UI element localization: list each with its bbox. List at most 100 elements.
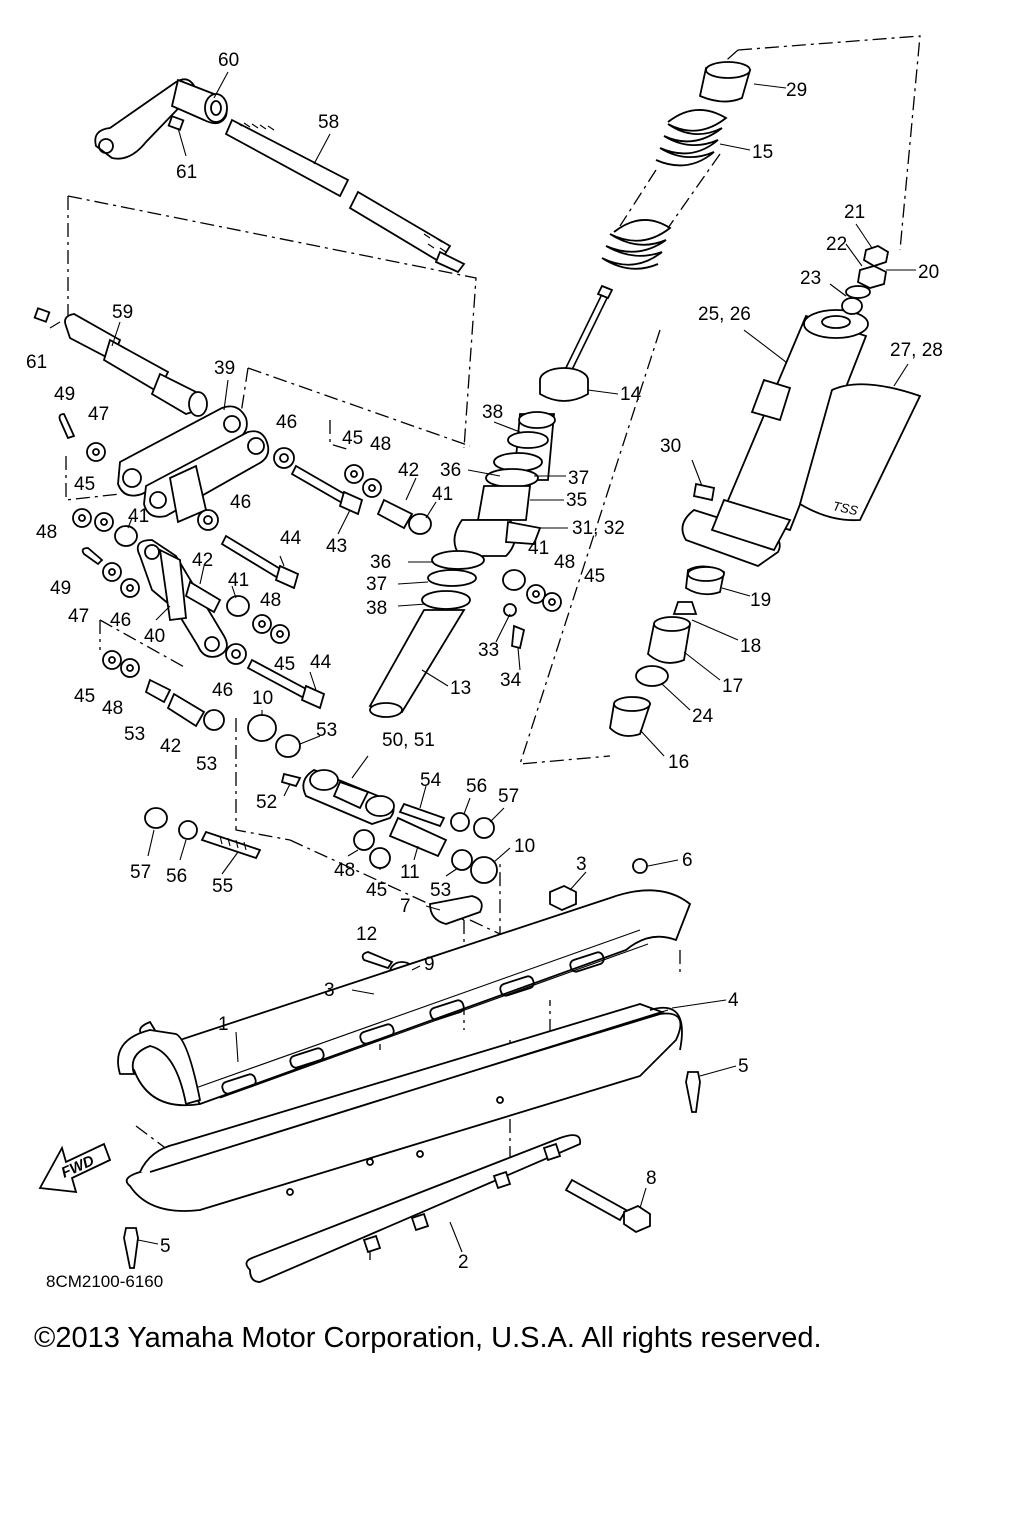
leader-lines — [49, 71, 916, 1253]
callout-21: 21 — [844, 202, 865, 223]
callout-3: 3 — [576, 854, 587, 875]
callout-38: 38 — [482, 402, 503, 423]
callout-60: 60 — [218, 50, 239, 71]
callout-50-51: 50, 51 — [382, 730, 435, 751]
callout-20: 20 — [918, 262, 939, 283]
callout-48: 48 — [102, 698, 123, 719]
shock-brand-label: TSS — [831, 498, 859, 518]
callout-42: 42 — [160, 736, 181, 757]
ski-assembly — [117, 889, 701, 1283]
callout-45: 45 — [342, 428, 363, 449]
callout-33: 33 — [478, 640, 499, 661]
callout-46: 46 — [110, 610, 131, 631]
callout-58: 58 — [318, 112, 339, 133]
callout-39: 39 — [214, 358, 235, 379]
callout-53: 53 — [316, 720, 337, 741]
part-callouts: 60 61 58 59 61 29 15 21 22 20 23 25, 26 … — [26, 50, 943, 1291]
callout-46: 46 — [276, 412, 297, 433]
callout-11: 11 — [400, 862, 420, 883]
callout-45: 45 — [74, 686, 95, 707]
callout-16: 16 — [668, 752, 689, 773]
callout-8: 8 — [646, 1168, 657, 1189]
callout-53: 53 — [430, 880, 451, 901]
callout-7: 7 — [400, 896, 411, 917]
callout-41: 41 — [128, 506, 149, 527]
callout-29: 29 — [786, 80, 807, 101]
callout-59: 59 — [112, 302, 133, 323]
callout-37: 37 — [366, 574, 387, 595]
callout-5: 5 — [738, 1056, 749, 1077]
callout-54: 54 — [420, 770, 442, 791]
callout-3: 3 — [324, 980, 335, 1001]
callout-48: 48 — [554, 552, 575, 573]
upper-arm-assembly — [33, 78, 466, 417]
callout-47: 47 — [88, 404, 109, 425]
callout-57: 57 — [130, 862, 151, 883]
callout-49: 49 — [50, 578, 71, 599]
callout-18: 18 — [740, 636, 761, 657]
fwd-direction-arrow: FWD — [38, 1142, 112, 1194]
callout-48: 48 — [36, 522, 57, 543]
callout-43: 43 — [326, 536, 347, 557]
rear-shock-assembly: TSS — [601, 61, 922, 737]
callout-42: 42 — [192, 550, 213, 571]
callout-48: 48 — [370, 434, 391, 455]
callout-19: 19 — [750, 590, 771, 611]
callout-40: 40 — [144, 626, 165, 647]
callout-9: 9 — [424, 954, 435, 975]
callout-10: 10 — [252, 688, 273, 709]
callout-49: 49 — [54, 384, 75, 405]
callout-27-28: 27, 28 — [890, 340, 943, 361]
callout-34: 34 — [500, 670, 522, 691]
callout-25-26: 25, 26 — [698, 304, 751, 325]
callout-57: 57 — [498, 786, 519, 807]
callout-44: 44 — [310, 652, 332, 673]
callout-24: 24 — [692, 706, 714, 727]
callout-45: 45 — [584, 566, 605, 587]
callout-30: 30 — [660, 436, 681, 457]
callout-45: 45 — [366, 880, 387, 901]
callout-13: 13 — [450, 678, 471, 699]
callout-48: 48 — [334, 860, 355, 881]
callout-46: 46 — [212, 680, 233, 701]
callout-61: 61 — [176, 162, 197, 183]
copyright-notice: ©2013 Yamaha Motor Corporation, U.S.A. A… — [34, 1322, 822, 1354]
callout-41: 41 — [528, 538, 549, 559]
callout-38: 38 — [366, 598, 387, 619]
callout-12: 12 — [356, 924, 377, 945]
callout-36: 36 — [370, 552, 391, 573]
callout-52: 52 — [256, 792, 277, 813]
callout-45: 45 — [274, 654, 295, 675]
callout-14: 14 — [620, 384, 642, 405]
callout-6: 6 — [682, 850, 693, 871]
callout-48: 48 — [260, 590, 281, 611]
callout-5: 5 — [160, 1236, 171, 1257]
callout-41: 41 — [432, 484, 453, 505]
drawing-code: 8CM2100-6160 — [46, 1272, 163, 1291]
callout-31-32: 31, 32 — [572, 518, 625, 539]
linkage-plates — [58, 405, 562, 731]
callout-23: 23 — [800, 268, 821, 289]
callout-41: 41 — [228, 570, 249, 591]
callout-36: 36 — [440, 460, 461, 481]
callout-46: 46 — [230, 492, 251, 513]
callout-56: 56 — [166, 866, 187, 887]
center-shock-absorber — [302, 284, 614, 825]
callout-47: 47 — [68, 606, 89, 627]
callout-2: 2 — [458, 1252, 469, 1273]
callout-61: 61 — [26, 352, 47, 373]
callout-35: 35 — [566, 490, 587, 511]
callout-1: 1 — [218, 1014, 229, 1035]
callout-4: 4 — [728, 990, 739, 1011]
callout-56: 56 — [466, 776, 487, 797]
callout-37: 37 — [568, 468, 589, 489]
callout-55: 55 — [212, 876, 233, 897]
callout-53: 53 — [196, 754, 217, 775]
callout-15: 15 — [752, 142, 773, 163]
callout-10: 10 — [514, 836, 535, 857]
callout-53: 53 — [124, 724, 145, 745]
callout-45: 45 — [74, 474, 95, 495]
callout-42: 42 — [398, 460, 419, 481]
